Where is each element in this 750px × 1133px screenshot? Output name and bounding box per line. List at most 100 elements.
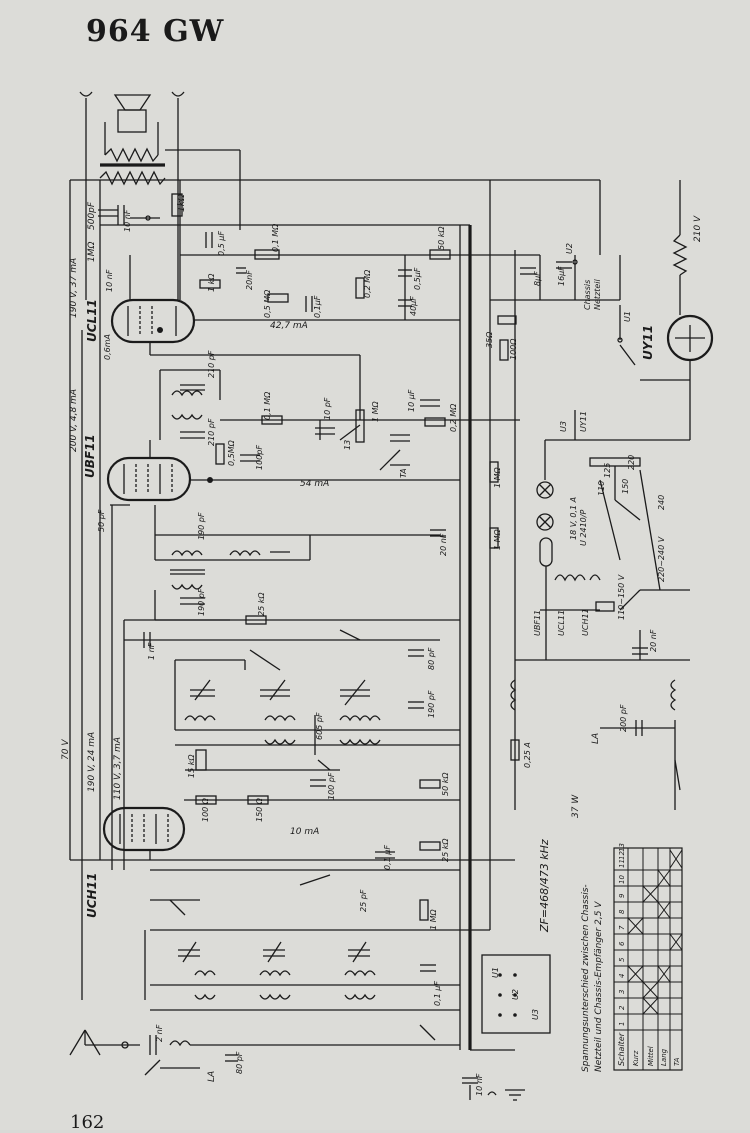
table-header-13: 13	[618, 843, 626, 852]
table-header-7: 7	[618, 925, 626, 930]
label-20nf: 20nF	[245, 270, 254, 290]
label-2nf: 2 nF	[155, 1024, 164, 1042]
table-header-4: 4	[618, 974, 626, 978]
table-header-schalter: Schalter	[617, 1032, 626, 1066]
label-10nf-b: 10 nF	[105, 269, 114, 292]
label-ta: TA	[399, 468, 408, 478]
label-1mohm-a: 1MΩ	[87, 242, 97, 262]
label-zf: ZF=468/473 kHz	[538, 839, 551, 933]
label-heater-ucl11: UCL11	[557, 610, 566, 636]
label-uch11: UCH11	[85, 873, 99, 918]
label-25kohm-a: 25 kΩ	[257, 592, 266, 616]
pilot-lamps	[536, 439, 601, 660]
socket-label-u3: U3	[531, 1009, 540, 1020]
label-01uf-a: 0,1µF	[313, 295, 322, 318]
table-header-6: 6	[618, 941, 626, 946]
oscillator-section	[124, 615, 460, 789]
label-150ohm: 150 Ω	[255, 797, 264, 822]
label-01mohm-a: 0,1 MΩ	[271, 223, 280, 252]
label-100ohm-b: 100 Ω	[201, 797, 210, 822]
label-20nf-b: 20 nF	[439, 533, 448, 556]
label-37w: 37 W	[571, 794, 581, 818]
audio-components	[199, 232, 572, 361]
label-100pf-b: 100 pF	[327, 772, 336, 800]
label-200v48: 200 V, 4,8 mA	[69, 389, 79, 452]
label-u3: U3	[559, 421, 568, 432]
lamp-icon-2	[536, 513, 554, 531]
label-110v37: 110 V, 3,7 mA	[113, 737, 123, 800]
table-header-2: 2	[618, 1005, 626, 1010]
label-1mohm-c: 1 MΩ	[493, 528, 502, 550]
tube-ubf11	[106, 440, 460, 506]
antenna-icon	[69, 1029, 86, 1056]
label-ubf11: UBF11	[83, 434, 97, 478]
label-220-240v: 220~240 V	[657, 536, 666, 582]
resistor-1k-top	[171, 193, 183, 217]
label-190pf-b: 190 pF	[197, 588, 206, 616]
label-u1: U1	[623, 311, 632, 322]
label-tap-240: 240	[657, 495, 666, 510]
label-1kohm-b: 1 kΩ	[207, 273, 216, 292]
switch-table	[613, 847, 683, 1071]
label-8uf: 8µF	[533, 271, 542, 286]
page-title: 964 GW	[86, 14, 225, 49]
socket-diagram	[481, 954, 551, 1034]
label-1mohm-b: 1 MΩ	[493, 466, 502, 488]
label-heater-uch11: UCH11	[581, 608, 590, 636]
label-chassis: Chassis	[583, 280, 592, 310]
label-1kohm-top: 1kΩ	[177, 194, 187, 212]
label-50pf: 50 pF	[97, 509, 106, 532]
label-200pf: 200 pF	[619, 704, 628, 732]
page-number: 162	[70, 1112, 105, 1133]
label-la: LA	[591, 733, 601, 744]
label-uy11-b: UY11	[579, 411, 588, 432]
label-40uf: 40µF	[409, 296, 418, 316]
table-header-8: 8	[618, 909, 626, 914]
label-heater-ubf11: UBF11	[533, 610, 542, 636]
label-fuse: 0,25 A	[523, 742, 532, 768]
label-15kohm: 15 kΩ	[187, 754, 196, 778]
label-06ma: 0,6mA	[103, 334, 112, 360]
label-u2410p: U 2410/P	[579, 510, 588, 546]
heater-coil-ubf11	[554, 574, 586, 582]
label-100ohm: 100Ω	[509, 338, 518, 360]
label-ucl11: UCL11	[85, 299, 99, 342]
table-header-9: 9	[618, 893, 626, 898]
label-sw13: 13	[343, 440, 352, 450]
table-header-1: 1	[618, 1022, 626, 1026]
table-header-3: 3	[618, 990, 626, 994]
label-50kohm-a: 50 kΩ	[437, 226, 446, 250]
label-05mohm-b: 0,5MΩ	[227, 439, 236, 466]
label-tap-125: 125	[603, 463, 612, 478]
socket-label-u2: U2	[511, 989, 520, 1000]
fuse-icon	[510, 739, 520, 761]
label-500pf: 500pF	[87, 201, 97, 230]
note-line-1: Spannungsunterschied zwischen Chassis-	[581, 884, 591, 1072]
table-header-5: 5	[618, 957, 626, 962]
speaker-icon	[113, 94, 152, 111]
label-05uf: 0,5 µF	[217, 231, 226, 256]
label-10ma: 10 mA	[290, 827, 319, 837]
label-190v37: 190 V, 37 mA	[69, 258, 79, 318]
label-210pf-b: 210 pF	[207, 418, 216, 446]
transformer-primary	[99, 170, 166, 186]
socket-label-u1: U1	[491, 967, 500, 978]
label-01mohm-b: 0,1 MΩ	[263, 391, 272, 420]
tube-uch11	[102, 795, 460, 860]
table-row-mittel: Mittel	[647, 1046, 655, 1066]
label-1mohm-d: 1 MΩ	[429, 908, 438, 930]
label-35ohm: 35Ω	[485, 331, 494, 348]
label-05uf-b: 0,5µF	[413, 267, 422, 290]
speaker-section	[79, 91, 241, 300]
label-80pf-b: 80 pF	[235, 1051, 244, 1074]
label-pot-1mohm: 1 MΩ	[371, 400, 380, 422]
switch-table-text: Schalter Kurz Mittel Lang TA 1 2 3 4 5 6…	[617, 843, 681, 1066]
label-la-b: LA	[207, 1071, 217, 1082]
table-header-11: 11	[618, 859, 626, 868]
label-01uf-b: 0,1 µF	[383, 845, 392, 870]
thermistor	[539, 537, 553, 567]
label-tap-110: 110	[597, 481, 606, 496]
label-190pf-a: 190 pF	[197, 512, 206, 540]
label-25pf: 25 pF	[359, 889, 368, 912]
label-01uf-c: 0,1 µF	[433, 981, 442, 1006]
